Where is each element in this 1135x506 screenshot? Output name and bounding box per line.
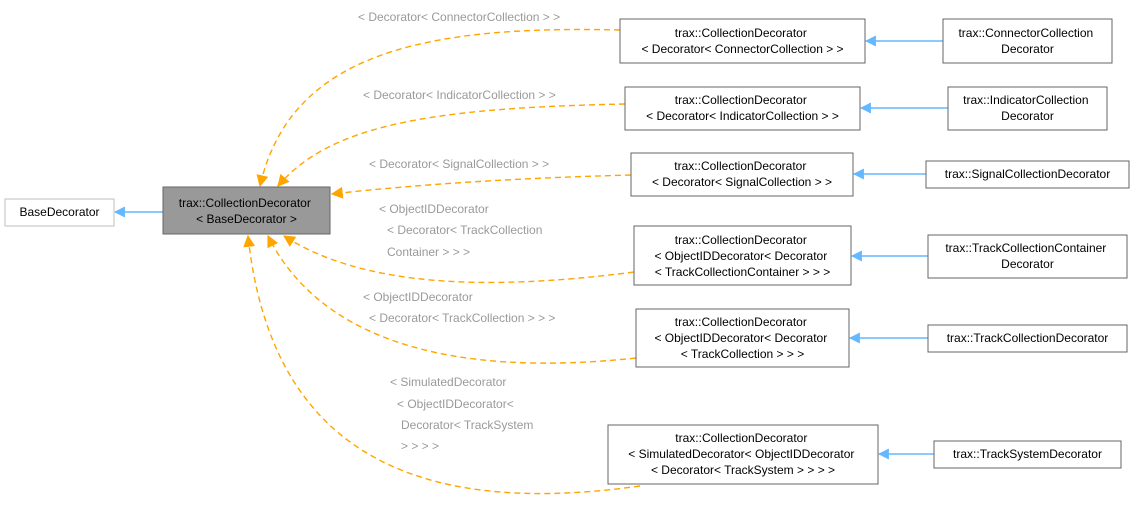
edge-label-signal: < Decorator< SignalCollection > > [369,157,549,171]
node-track-collection-decorator[interactable]: trax::TrackCollectionDecorator [927,324,1128,353]
edge-label-connector: < Decorator< ConnectorCollection > > [358,10,560,24]
node-indicator-collection-decorator[interactable]: trax::IndicatorCollection Decorator [947,86,1108,131]
node-cd-track-container[interactable]: trax::CollectionDecorator < ObjectIDDeco… [633,225,852,286]
edge-signal-to-base [330,174,632,199]
node-base-decorator[interactable]: BaseDecorator [4,198,115,227]
svg-text:trax::CollectionDecorator: trax::CollectionDecorator < ObjectIDDeco… [654,315,830,361]
svg-text:trax::CollectionDecorator: trax::CollectionDecorator < BaseDecorato… [179,196,314,226]
svg-text:trax::CollectionDecorator: trax::CollectionDecorator < Decorator< C… [641,26,843,56]
inheritance-edges [113,35,948,460]
svg-text:trax::SignalCollectionDecorato: trax::SignalCollectionDecorator [945,167,1110,181]
svg-text:trax::CollectionDecorator: trax::CollectionDecorator < Decorator< S… [652,159,832,189]
node-cd-track-collection[interactable]: trax::CollectionDecorator < ObjectIDDeco… [635,308,850,368]
edge-label-indicator: < Decorator< IndicatorCollection > > [363,88,556,102]
node-connector-collection-decorator[interactable]: trax::ConnectorCollection Decorator [942,18,1113,64]
node-cd-indicator[interactable]: trax::CollectionDecorator < Decorator< I… [624,86,861,131]
edge-track-collection-to-base [267,234,637,364]
svg-text:trax::CollectionDecorator: trax::CollectionDecorator < SimulatedDec… [628,431,857,477]
node-track-collection-container-decorator[interactable]: trax::TrackCollectionContainer Decorator [927,234,1128,279]
svg-text:trax::IndicatorCollection: trax::IndicatorCollection Decorator [963,93,1092,123]
edge-track-system-to-base [243,234,641,495]
node-cd-track-system[interactable]: trax::CollectionDecorator < SimulatedDec… [607,424,879,485]
node-cd-connector[interactable]: trax::CollectionDecorator < Decorator< C… [619,18,866,64]
node-signal-collection-decorator[interactable]: trax::SignalCollectionDecorator [925,160,1130,189]
edge-label-track-collection: < ObjectIDDecorator < Decorator< TrackCo… [363,290,555,325]
node-cd-signal[interactable]: trax::CollectionDecorator < Decorator< S… [630,152,854,197]
svg-text:trax::CollectionDecorator: trax::CollectionDecorator < ObjectIDDeco… [654,233,830,279]
svg-text:trax::TrackCollectionContainer: trax::TrackCollectionContainer Decorator [945,241,1109,271]
edge-indicator-to-base [277,103,626,187]
template-edges [243,28,641,495]
edge-label-track-container: < ObjectIDDecorator < Decorator< TrackCo… [379,202,546,259]
node-track-system-decorator[interactable]: trax::TrackSystemDecorator [933,440,1122,469]
svg-text:trax::CollectionDecorator: trax::CollectionDecorator < Decorator< I… [646,93,839,123]
edge-label-track-system: < SimulatedDecorator < ObjectIDDecorator… [390,375,537,453]
edge-track-container-to-base [282,235,635,284]
node-focus-collection-decorator: trax::CollectionDecorator < BaseDecorato… [162,186,331,235]
svg-text:trax::TrackCollectionDecorator: trax::TrackCollectionDecorator [947,331,1109,345]
edge-labels: < Decorator< ConnectorCollection > > < D… [358,10,560,453]
svg-text:trax::TrackSystemDecorator: trax::TrackSystemDecorator [953,447,1102,461]
svg-text:trax::ConnectorCollection: trax::ConnectorCollection Decorator [958,26,1096,56]
svg-text:BaseDecorator: BaseDecorator [19,205,99,219]
